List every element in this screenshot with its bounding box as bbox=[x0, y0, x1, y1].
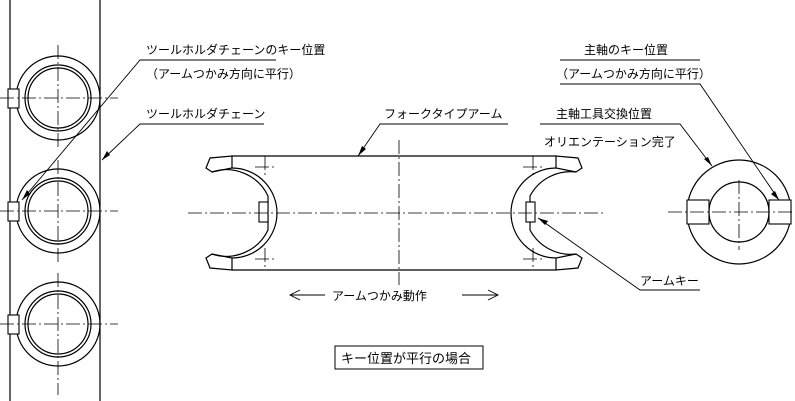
chain-leader bbox=[101, 123, 264, 161]
spindle-key-note: （アームつかみ方向に平行） bbox=[556, 66, 711, 81]
fork-arm-leader bbox=[357, 123, 508, 157]
chain-key-note: （アームつかみ方向に平行） bbox=[146, 66, 301, 81]
spindle-pos-arrowhead bbox=[704, 157, 712, 166]
spindle-key-leader bbox=[560, 83, 780, 201]
caption-box: キー位置が平行の場合 bbox=[334, 345, 484, 370]
chain-key-leader bbox=[21, 59, 276, 201]
chain-key-title: ツールホルダチェーンのキー位置 bbox=[146, 42, 325, 57]
caption-text: キー位置が平行の場合 bbox=[341, 352, 471, 367]
spindle-key-arrowhead bbox=[771, 191, 779, 200]
spindle-tool-change-label: 主軸工具交換位置 bbox=[556, 106, 652, 121]
chain-label: ツールホルダチェーン bbox=[146, 106, 265, 121]
chain-key-arrowhead bbox=[22, 190, 30, 200]
tool-holder-chain bbox=[0, 0, 118, 401]
arm-key-label: アームキー bbox=[640, 274, 699, 288]
spindle-pos-leader bbox=[540, 123, 713, 167]
fork-arm-arrowhead bbox=[358, 146, 366, 156]
arm-key-arrowhead bbox=[538, 218, 548, 225]
chain-holder-1 bbox=[0, 45, 118, 150]
fork-type-arm bbox=[188, 140, 604, 285]
arm-grip-motion-label: アームつかみ動作 bbox=[332, 289, 427, 303]
fork-arm-label: フォークタイプアーム bbox=[384, 107, 502, 121]
chain-holder-3 bbox=[0, 273, 118, 395]
chain-arrowhead bbox=[102, 151, 110, 160]
chain-holder-2 bbox=[0, 160, 118, 262]
spindle-key-title: 主軸のキー位置 bbox=[584, 42, 668, 57]
arm-key-leader bbox=[537, 217, 700, 291]
orientation-complete-label: オリエンテーション完了 bbox=[544, 134, 676, 149]
spindle bbox=[668, 159, 795, 265]
arm-grip-motion-arrow bbox=[288, 289, 500, 301]
